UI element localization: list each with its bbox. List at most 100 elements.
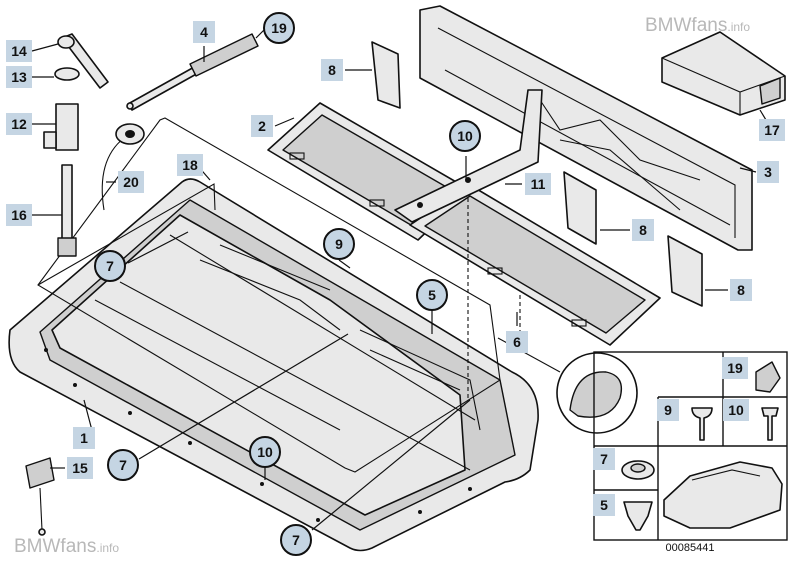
callout-c14: 14: [6, 40, 32, 62]
callout-c8b: 8: [632, 219, 654, 241]
part-gas-strut: [126, 33, 259, 111]
callout-number: 7: [106, 258, 114, 274]
callout-box: [177, 154, 203, 176]
callout-c7b: 7: [107, 449, 139, 481]
callout-box: [525, 173, 551, 195]
part-storage-box: [661, 31, 786, 116]
callout-c8a: 8: [321, 59, 343, 81]
part-cable: [101, 137, 125, 211]
callout-k19: 19: [722, 357, 748, 379]
legend-panel: 00085441: [593, 351, 788, 554]
part-sensor: [25, 457, 55, 536]
callout-circle: [263, 12, 295, 44]
watermark-top: BMWfans.info: [645, 15, 750, 36]
callout-number: 19: [727, 360, 743, 376]
callout-number: 11: [531, 176, 546, 192]
callout-box: [632, 219, 654, 241]
callout-labels: 1234567778889101011121314151617181920199…: [6, 12, 785, 556]
callout-c20: 20: [118, 171, 144, 193]
callout-circle: [249, 436, 281, 468]
callout-c19a: 19: [263, 12, 295, 44]
callout-box: [118, 171, 144, 193]
callout-number: 17: [764, 122, 780, 138]
callout-circle: [416, 279, 448, 311]
callout-number: 3: [764, 164, 772, 180]
callout-number: 14: [11, 43, 27, 59]
callout-circle: [449, 120, 481, 152]
part-liner-sheet: [37, 117, 501, 473]
callout-box: [67, 457, 93, 479]
callout-number: 13: [11, 69, 27, 85]
callout-c16: 16: [6, 204, 32, 226]
callout-k9: 9: [657, 399, 679, 421]
callout-c9a: 9: [323, 228, 355, 260]
callout-k5: 5: [593, 494, 615, 516]
callout-c1: 1: [73, 427, 95, 449]
callout-box: [73, 427, 95, 449]
callout-c4: 4: [193, 21, 215, 43]
callout-box: [593, 448, 615, 470]
callout-c11: 11: [525, 173, 551, 195]
callout-box: [6, 113, 32, 135]
callout-box: [6, 204, 32, 226]
callout-box: [193, 21, 215, 43]
callout-c3: 3: [757, 161, 779, 183]
callout-c18: 18: [177, 154, 203, 176]
callout-box: [6, 40, 32, 62]
callout-number: 8: [328, 62, 336, 78]
callout-number: 9: [335, 236, 343, 252]
part-seal-right: [667, 235, 703, 307]
callout-number: 10: [457, 128, 473, 144]
part-lid-lower: [409, 184, 661, 346]
callout-k7: 7: [593, 448, 615, 470]
part-storage-tray: [8, 178, 539, 552]
part-rear-frame: [419, 5, 753, 251]
part-bracket: [394, 89, 543, 223]
callout-circle: [323, 228, 355, 260]
callout-number: 2: [258, 118, 266, 134]
callout-number: 7: [292, 532, 300, 548]
callout-circle: [94, 250, 126, 282]
callout-circle: [107, 449, 139, 481]
callout-box: [657, 399, 679, 421]
callout-c7c: 7: [280, 524, 312, 556]
callout-c10b: 10: [249, 436, 281, 468]
callout-number: 9: [664, 402, 672, 418]
callout-c10a: 10: [449, 120, 481, 152]
callout-number: 7: [600, 451, 608, 467]
legend-clip-icon: [755, 361, 781, 393]
callout-box: [321, 59, 343, 81]
legend-nut-icon: [623, 501, 653, 531]
callout-box: [730, 279, 752, 301]
callout-number: 20: [123, 174, 139, 190]
callout-c12: 12: [6, 113, 32, 135]
callout-c2: 2: [251, 115, 273, 137]
callout-number: 8: [639, 222, 647, 238]
callout-box: [251, 115, 273, 137]
callout-number: 8: [737, 282, 745, 298]
callout-c13: 13: [6, 66, 32, 88]
callout-number: 10: [728, 402, 744, 418]
callout-box: [757, 161, 779, 183]
part-latch-assembly: [43, 33, 109, 257]
callout-box: [6, 66, 32, 88]
detail-seal-profile: [497, 337, 638, 434]
callout-k10: 10: [723, 399, 749, 421]
callout-box: [593, 494, 615, 516]
callout-number: 19: [271, 20, 287, 36]
callout-circle: [280, 524, 312, 556]
callout-box: [722, 357, 748, 379]
legend-car-icon: [663, 461, 783, 529]
callout-c5a: 5: [416, 279, 448, 311]
liner-fold-line: [37, 183, 216, 286]
reference-number: 00085441: [666, 542, 715, 554]
callout-number: 15: [72, 460, 88, 476]
callout-c15: 15: [67, 457, 93, 479]
callout-c6: 6: [506, 331, 528, 353]
callout-box: [759, 119, 785, 141]
part-seal-top: [371, 41, 401, 109]
legend-rivet-icon: [691, 407, 713, 441]
callout-box: [723, 399, 749, 421]
